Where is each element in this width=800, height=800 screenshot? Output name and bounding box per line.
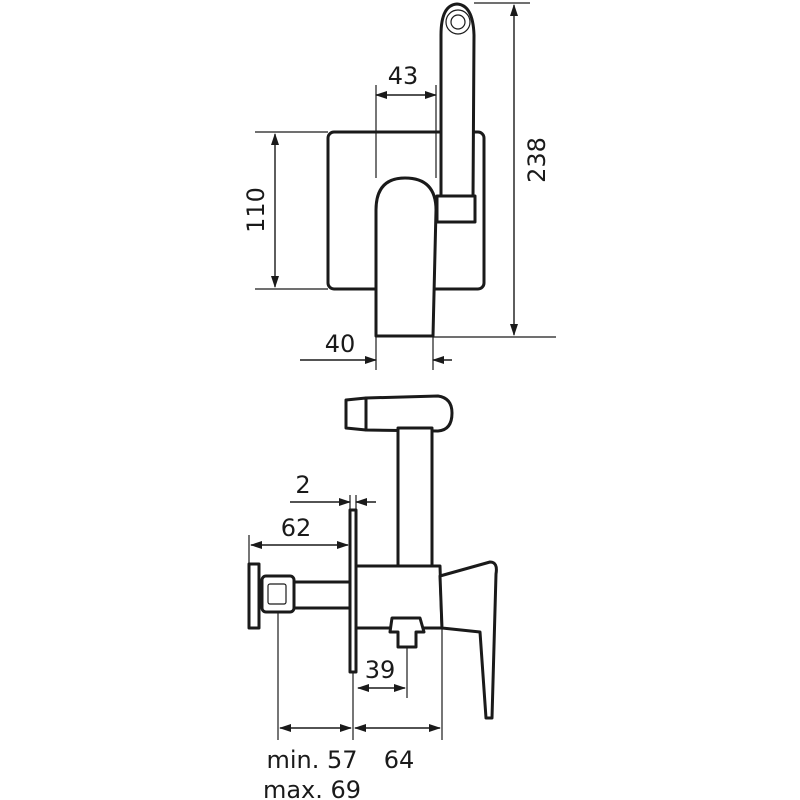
dim-label-2: 2 [295, 471, 310, 499]
shower-handle [439, 2, 476, 202]
rear-nut-inner [267, 583, 287, 605]
shower-nozzle-cap [344, 396, 368, 432]
nozzle-inner-ring [450, 14, 466, 30]
dim-label-max: max. 69 [263, 776, 361, 800]
front-view: 43 110 238 40 [242, 2, 556, 370]
hose-connector [388, 616, 426, 649]
dim-label-43: 43 [388, 62, 419, 90]
holder-clip [435, 194, 477, 224]
shower-head [364, 394, 454, 433]
rear-nut [260, 574, 296, 614]
dim-label-64: 64 [384, 746, 415, 774]
rear-flange [247, 562, 261, 630]
shower-column [396, 426, 434, 568]
rear-pipe [284, 580, 352, 610]
dim-label-min: min. 57 [266, 746, 357, 774]
lever-handle [374, 176, 438, 338]
dim-label-238: 238 [523, 137, 551, 183]
dim-label-110: 110 [242, 187, 270, 233]
dim-label-40: 40 [325, 330, 356, 358]
side-view: 2 62 39 min. 57 max. 69 64 [247, 394, 498, 800]
shower-nozzle-icon [445, 9, 471, 35]
lever-side [438, 560, 498, 720]
dim-label-62: 62 [281, 514, 312, 542]
dim-label-39: 39 [365, 656, 396, 684]
